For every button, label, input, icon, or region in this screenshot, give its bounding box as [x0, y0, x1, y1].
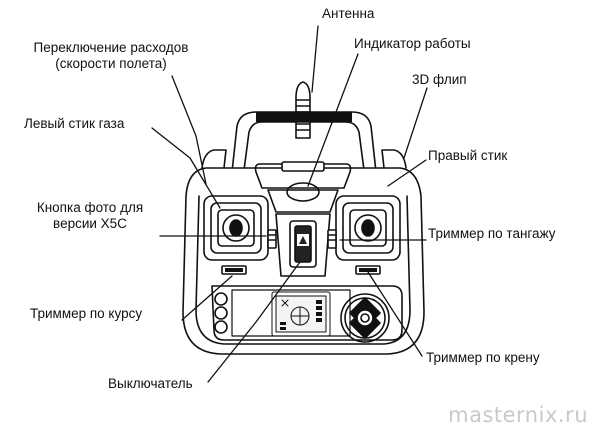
label-rate-switch-line1: Переключение расходов: [33, 40, 189, 55]
roll-trim-shape: [355, 265, 381, 275]
label-yaw-trim: Триммер по курсу: [30, 306, 143, 321]
label-rate-switch-line2: (скорости полета): [55, 56, 167, 71]
watermark: masternix.ru: [448, 403, 588, 427]
callout-lines: [151, 25, 428, 383]
right-shoulder-shape: [381, 149, 407, 169]
left-shoulder-shape: [201, 149, 227, 169]
label-roll-trim: Триммер по крену: [426, 350, 540, 365]
handle-shape: [231, 111, 377, 173]
label-photo-button: Кнопка фото для версии X5C: [20, 200, 160, 232]
label-3d-flip: 3D флип: [412, 72, 467, 87]
label-power-indicator: Индикатор работы: [354, 36, 471, 51]
right-stick-shape: [327, 195, 401, 261]
label-power-switch: Выключатель: [108, 376, 193, 391]
label-pitch-trim: Триммер по тангажу: [428, 226, 556, 241]
label-right-stick: Правый стик: [428, 148, 508, 163]
round-dpad-shape: [340, 293, 390, 343]
label-photo-button-line1: Кнопка фото для: [36, 200, 144, 215]
antenna-shape: [295, 81, 311, 139]
label-antenna: Антенна: [322, 6, 375, 21]
power-indicator-shape: [286, 182, 320, 202]
lcd-screen-shape: [271, 291, 331, 337]
yaw-trim-shape: [221, 265, 247, 275]
label-left-stick: Левый стик газа: [24, 116, 125, 131]
label-rate-switch: Переключение расходов (скорости полета): [4, 40, 218, 72]
label-photo-button-line2: версии X5C: [53, 216, 127, 231]
